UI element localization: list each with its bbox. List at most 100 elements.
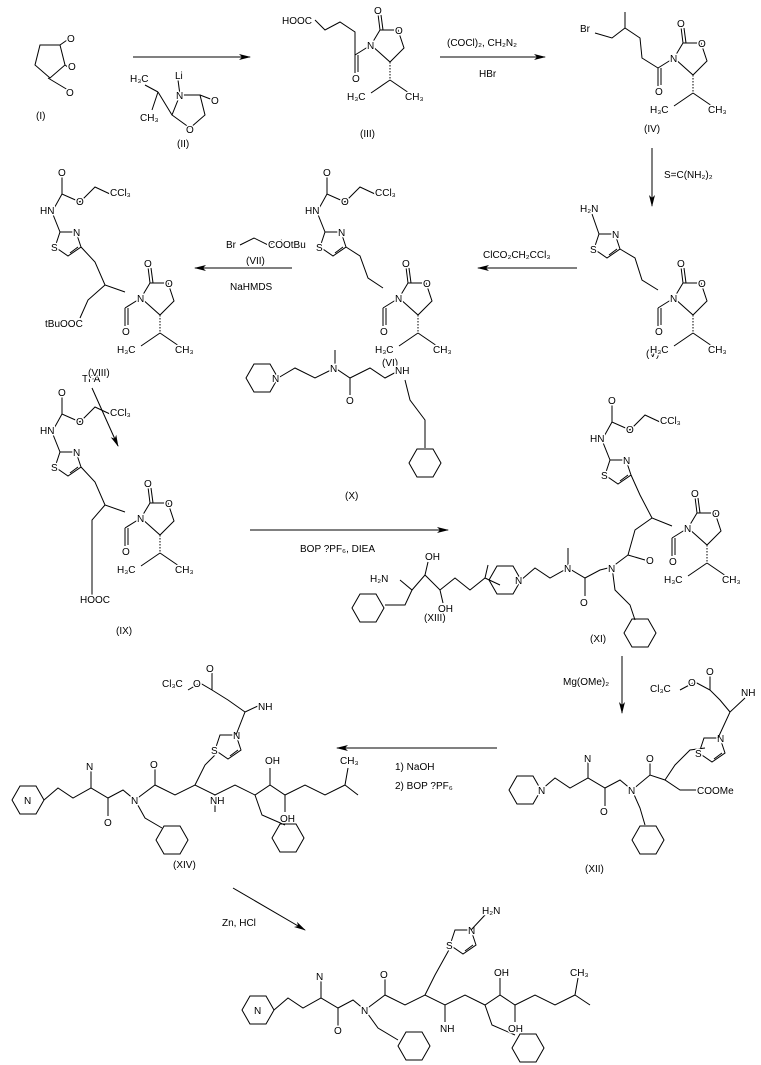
- arrow-step6: [91, 387, 119, 447]
- reagent-text: 1) NaOH: [395, 762, 434, 773]
- compound-label: (XI): [590, 634, 606, 645]
- atom-label: N: [86, 762, 93, 773]
- atom-label: N: [684, 524, 691, 535]
- atom-label: O: [206, 664, 214, 675]
- atom-label: O: [677, 259, 685, 270]
- atom-label: O: [211, 96, 219, 107]
- atom-label: H₃C: [117, 565, 136, 576]
- atom-label: O: [688, 678, 696, 689]
- atom-label: O: [677, 19, 685, 30]
- atom-label: O: [144, 259, 152, 270]
- atom-label: N: [73, 228, 80, 239]
- atom-label: O: [706, 667, 714, 678]
- compound-label: (III): [360, 129, 375, 140]
- atom-label: CCl₃: [110, 408, 131, 419]
- atom-label: HOOC: [80, 595, 110, 606]
- atom-label: H₃C: [664, 575, 683, 586]
- atom-label: N: [367, 41, 374, 52]
- atom-label: CH₃: [140, 113, 159, 124]
- thiazole-ring: NS: [589, 229, 621, 259]
- atom-label: OH: [265, 756, 280, 767]
- atom-label: NH: [258, 702, 272, 713]
- compound-label: (II): [177, 139, 189, 150]
- atom-label: Li: [175, 71, 183, 82]
- atom-label: CH₃: [340, 756, 359, 767]
- atom-label: H₃C: [375, 345, 394, 356]
- atom-label: O: [66, 88, 74, 99]
- structure-XIII: H₂N OH OH: [351, 551, 501, 623]
- reagent-text: (COCl)₂, CH₂N₂: [447, 38, 517, 49]
- atom-label: N: [176, 91, 183, 102]
- atom-label: O: [600, 807, 608, 818]
- atom-label: COOtBu: [268, 240, 306, 251]
- atom-label: S: [316, 243, 323, 254]
- atom-label: O: [76, 417, 84, 428]
- atom-label: O: [669, 557, 677, 568]
- atom-label: N: [608, 564, 615, 575]
- atom-label: CH₃: [433, 345, 452, 356]
- atom-label: H₂N: [370, 574, 388, 585]
- compound-label: (VI): [382, 358, 398, 369]
- reagent-text: ClCO₂CH₂CCl₃: [483, 250, 550, 261]
- atom-label: N: [24, 796, 31, 807]
- compound-label: (VIII): [88, 368, 110, 379]
- reagent-text: Zn, HCl: [222, 918, 256, 929]
- atom-label: NH: [395, 366, 409, 377]
- reagent-text: NaHMDS: [230, 282, 273, 293]
- atom-label: CH₃: [722, 575, 741, 586]
- atom-label: O: [698, 39, 706, 50]
- atom-label: O: [580, 598, 588, 609]
- atom-label: N: [137, 514, 144, 525]
- atom-label: N: [468, 926, 475, 937]
- atom-label: HN: [590, 434, 604, 445]
- atom-label: HN: [40, 426, 54, 437]
- structure-II: Li N O O H₃C CH₃: [129, 70, 221, 138]
- atom-label: N: [628, 786, 635, 797]
- atom-label: COOMe: [697, 786, 734, 797]
- atom-label: S: [695, 749, 702, 760]
- atom-label: O: [323, 168, 331, 179]
- atom-label: O: [67, 34, 75, 45]
- atom-label: N: [316, 972, 323, 983]
- reagent-text: HBr: [479, 69, 497, 80]
- atom-label: N: [73, 448, 80, 459]
- compound-label: (IV): [644, 124, 660, 135]
- atom-label: NH: [210, 796, 224, 807]
- atom-label: S: [601, 471, 608, 482]
- thiazole-ring: NS: [315, 227, 347, 257]
- atom-label: H₃C: [117, 345, 136, 356]
- compound-label: (XII): [585, 864, 604, 875]
- atom-label: O: [150, 760, 158, 771]
- atom-label: O: [646, 556, 654, 567]
- compound-label: (VII): [246, 256, 265, 267]
- atom-label: H₃C: [650, 345, 669, 356]
- reagent-text: TFA: [82, 374, 101, 385]
- atom-label: N: [515, 576, 522, 587]
- atom-label: N: [538, 786, 545, 797]
- atom-label: S: [446, 941, 453, 952]
- atom-label: O: [104, 818, 112, 829]
- atom-label: Br: [580, 24, 591, 35]
- atom-label: H₃C: [130, 74, 149, 85]
- atom-label: N: [612, 230, 619, 241]
- atom-label: N: [670, 54, 677, 65]
- atom-label: Br: [226, 240, 237, 251]
- atom-label: Cl₃C: [650, 684, 671, 695]
- atom-label: O: [58, 388, 66, 399]
- atom-label: N: [131, 796, 138, 807]
- atom-label: O: [193, 679, 201, 690]
- atom-label: S: [51, 463, 58, 474]
- atom-label: O: [374, 6, 382, 17]
- atom-label: O: [698, 279, 706, 290]
- atom-label: N: [254, 1006, 261, 1017]
- thiazole-ring: NS: [694, 733, 726, 763]
